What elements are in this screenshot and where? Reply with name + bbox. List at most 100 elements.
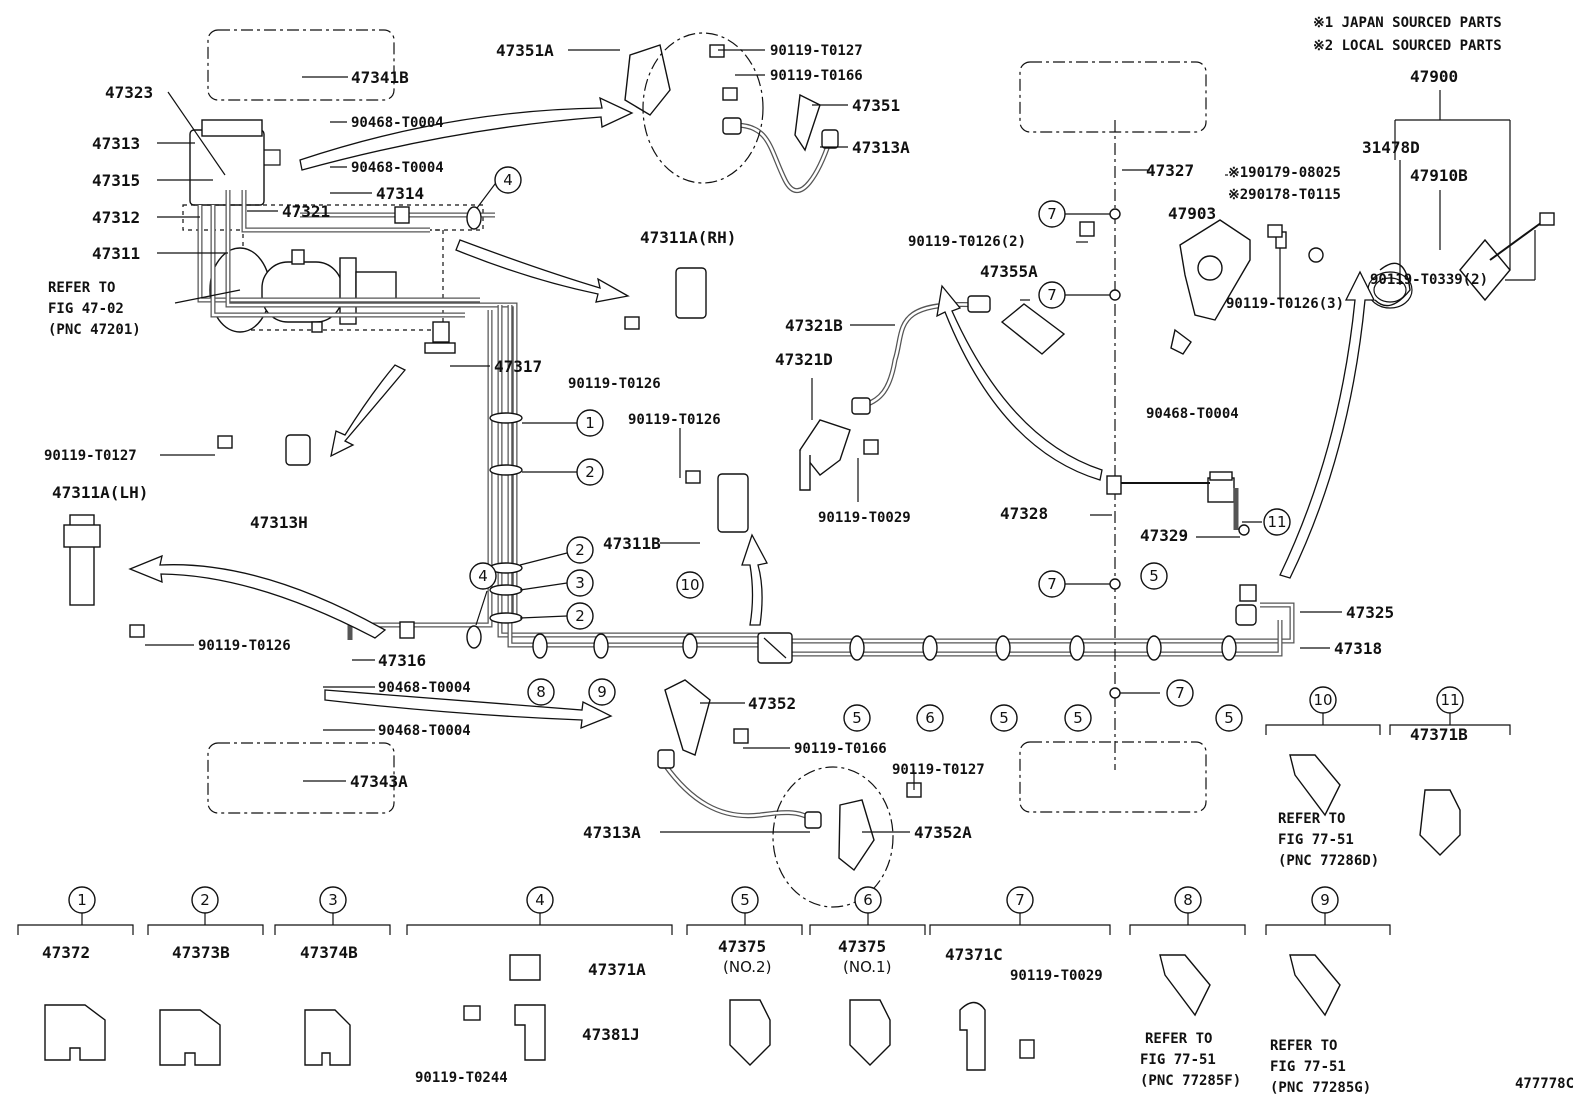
callout-3: 3 [575, 574, 585, 592]
legend-num-9: 9 [1320, 891, 1330, 909]
legend-7-sub1: 90119-T0029 [1010, 968, 1103, 984]
legend-num-3: 3 [328, 891, 338, 909]
refer-a-line3: (PNC 47201) [48, 322, 141, 338]
direction-arrows [128, 96, 1376, 730]
fasteners [63, 44, 1283, 798]
label-90468-d: 90468-T0004 [378, 723, 471, 739]
legend-4-sub1: 47371A [588, 960, 646, 979]
callout-6: 6 [925, 709, 935, 727]
label-90119-T0339-2: 90119-T0339(2) [1370, 272, 1488, 288]
label-90119-T0126-2: 90119-T0126(2) [908, 234, 1026, 250]
legend-row: 1 2 3 4 5 6 7 8 9 47372 47373B 47374B 47… [42, 886, 1371, 1096]
legend-9-sub3: (PNC 77285G) [1270, 1080, 1371, 1096]
callout-4a: 4 [503, 171, 513, 189]
legend-part-7: 47371C [945, 945, 1003, 964]
label-90468-a: 90468-T0004 [351, 115, 444, 131]
label-47318: 47318 [1334, 639, 1382, 658]
label-47328: 47328 [1000, 504, 1048, 523]
label-190179-08025: ※190179-08025 [1228, 165, 1341, 181]
callout-11: 11 [1267, 513, 1286, 531]
label-47910B: 47910B [1410, 166, 1468, 185]
label-47313: 47313 [92, 134, 140, 153]
label-47311: 47311 [92, 244, 140, 263]
label-47321B: 47321B [785, 316, 843, 335]
label-47351: 47351 [852, 96, 900, 115]
legend-part-5: 47375 [718, 937, 766, 956]
legend-8-sub2: FIG 77-51 [1140, 1052, 1216, 1068]
legend-num-8: 8 [1183, 891, 1193, 909]
legend-part-3: 47374B [300, 943, 358, 962]
label-90119-T0166-a: 90119-T0166 [770, 68, 863, 84]
label-31478D: 31478D [1362, 138, 1420, 157]
rear-flexible-hose [799, 295, 1066, 491]
note-japan-sourced: ※1 JAPAN SOURCED PARTS [1313, 15, 1502, 31]
legend-9-sub2: FIG 77-51 [1270, 1059, 1346, 1075]
label-47903: 47903 [1168, 204, 1216, 223]
refer-10-line1: REFER TO [1278, 811, 1345, 827]
label-90119-T0126-b: 90119-T0126 [198, 638, 291, 654]
label-47313H: 47313H [250, 513, 308, 532]
label-47371B: 47371B [1410, 725, 1468, 744]
label-47311A-RH: 47311A(RH) [640, 228, 736, 247]
label-47321D: 47321D [775, 350, 833, 369]
callout-5c: 5 [1073, 709, 1083, 727]
label-90468-c: 90468-T0004 [378, 680, 471, 696]
label-47314: 47314 [376, 184, 424, 203]
refer-10-line2: FIG 77-51 [1278, 832, 1354, 848]
legend-9-sub1: REFER TO [1270, 1038, 1337, 1054]
legend-callout-10: 10 [1313, 691, 1332, 709]
front-brake-hoses [624, 32, 894, 908]
refer-a-line1: REFER TO [48, 280, 115, 296]
label-47315: 47315 [92, 171, 140, 190]
label-47311A-LH: 47311A(LH) [52, 483, 148, 502]
callout-10: 10 [680, 576, 699, 594]
callout-2c: 2 [575, 607, 585, 625]
label-47352: 47352 [748, 694, 796, 713]
legend-clip-drawings [44, 754, 1461, 1071]
label-47311B: 47311B [603, 534, 661, 553]
refer-10-line3: (PNC 77286D) [1278, 853, 1379, 869]
leader-lines [17, 49, 1536, 935]
callout-5b: 5 [999, 709, 1009, 727]
label-47312: 47312 [92, 208, 140, 227]
label-47355A: 47355A [980, 262, 1038, 281]
legend-part-1: 47372 [42, 943, 90, 962]
legend-8-sub1: REFER TO [1145, 1031, 1212, 1047]
diagram-code: 477778C [1515, 1076, 1574, 1092]
load-sensing-valve-assembly [1106, 212, 1555, 626]
axle-centerline [1109, 120, 1121, 770]
legend-part-2: 47373B [172, 943, 230, 962]
phantom-box-bottom-left [207, 742, 395, 814]
label-47327: 47327 [1146, 161, 1194, 180]
callout-2a: 2 [585, 463, 595, 481]
callout-7b: 7 [1047, 286, 1057, 304]
label-90119-T0127-c: 90119-T0127 [892, 762, 985, 778]
refer-a-line2: FIG 47-02 [48, 301, 124, 317]
label-47321: 47321 [282, 202, 330, 221]
legend-4-sub3: 90119-T0244 [415, 1070, 508, 1086]
label-90119-T0127-a: 90119-T0127 [770, 43, 863, 59]
label-90119-T0127-b: 90119-T0127 [44, 448, 137, 464]
label-90119-T0126-3: 90119-T0126(3) [1226, 296, 1344, 312]
callout-5a: 5 [852, 709, 862, 727]
pipe-clips [466, 206, 1237, 661]
callout-1: 1 [585, 414, 595, 432]
legend-8-sub3: (PNC 77285F) [1140, 1073, 1241, 1089]
callout-circles: 4 1 2 2 3 2 4 8 9 10 5 6 5 5 5 5 7 7 7 7… [469, 166, 1464, 732]
label-47313A-top: 47313A [852, 138, 910, 157]
label-47325: 47325 [1346, 603, 1394, 622]
note-local-sourced: ※2 LOCAL SOURCED PARTS [1313, 38, 1502, 54]
label-47323: 47323 [105, 83, 153, 102]
legend-4-sub2: 47381J [582, 1025, 640, 1044]
label-47352A: 47352A [914, 823, 972, 842]
label-47351A: 47351A [496, 41, 554, 60]
legend-6-sub1: (NO.1) [843, 958, 891, 976]
label-90119-T0166-b: 90119-T0166 [794, 741, 887, 757]
phantom-box-top-right [1019, 61, 1207, 133]
callout-4b: 4 [478, 567, 488, 585]
legend-part-6: 47375 [838, 937, 886, 956]
label-90468-e: 90468-T0004 [1146, 406, 1239, 422]
label-47313A-bottom: 47313A [583, 823, 641, 842]
